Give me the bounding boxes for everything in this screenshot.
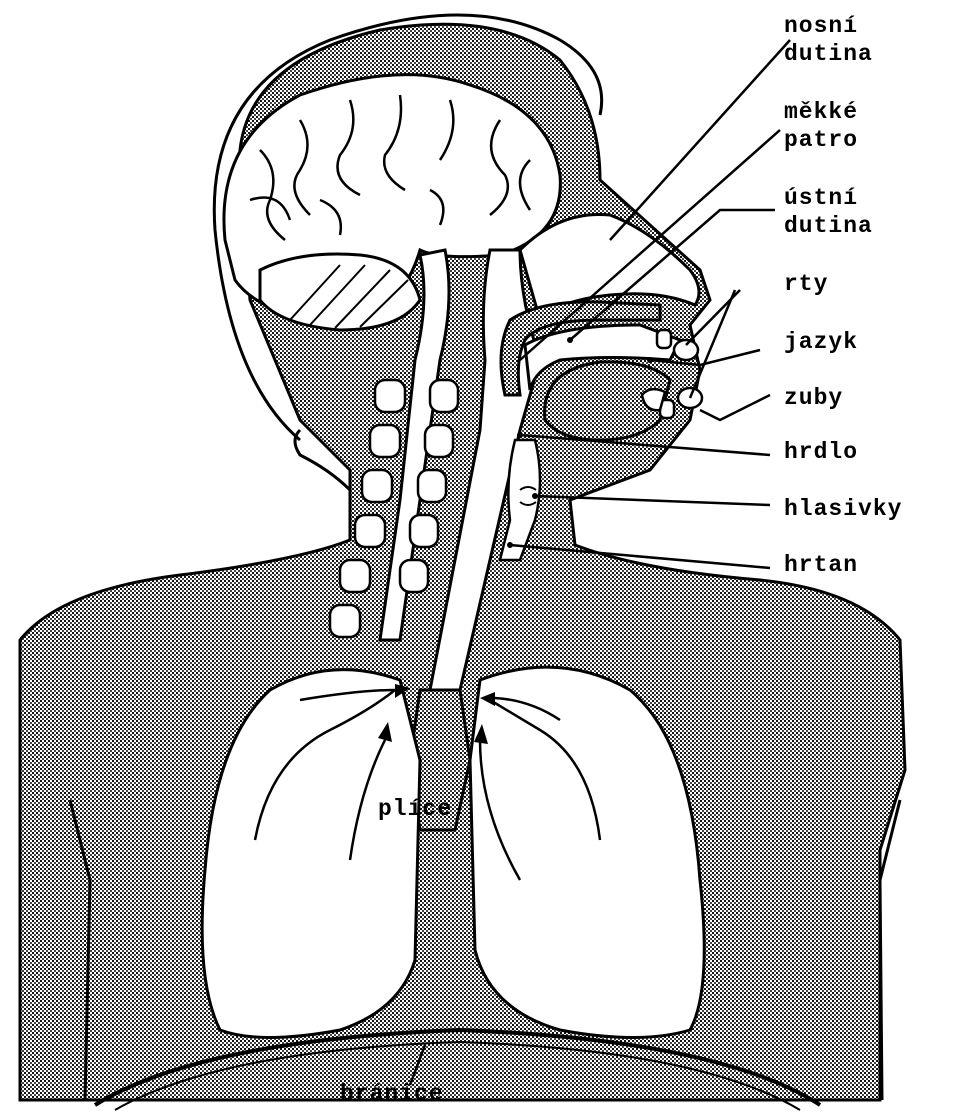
label-ustni-dutina-1: ústní <box>784 186 858 210</box>
label-mekke-patro-1: měkké <box>784 100 858 124</box>
label-hlasivky: hlasivky <box>784 497 902 521</box>
label-plice: plíce <box>378 797 452 821</box>
label-jazyk: jazyk <box>784 330 858 354</box>
label-branice: bránice <box>340 1082 444 1106</box>
label-nosni-dutina-2: dutina <box>784 42 873 66</box>
label-zuby: zuby <box>784 386 843 410</box>
label-ustni-dutina-2: dutina <box>784 214 873 238</box>
label-hrtan: hrtan <box>784 553 858 577</box>
label-nosni-dutina-1: nosní <box>784 14 858 38</box>
label-mekke-patro-2: patro <box>784 128 858 152</box>
label-rty: rty <box>784 272 828 296</box>
label-hrdlo: hrdlo <box>784 440 858 464</box>
